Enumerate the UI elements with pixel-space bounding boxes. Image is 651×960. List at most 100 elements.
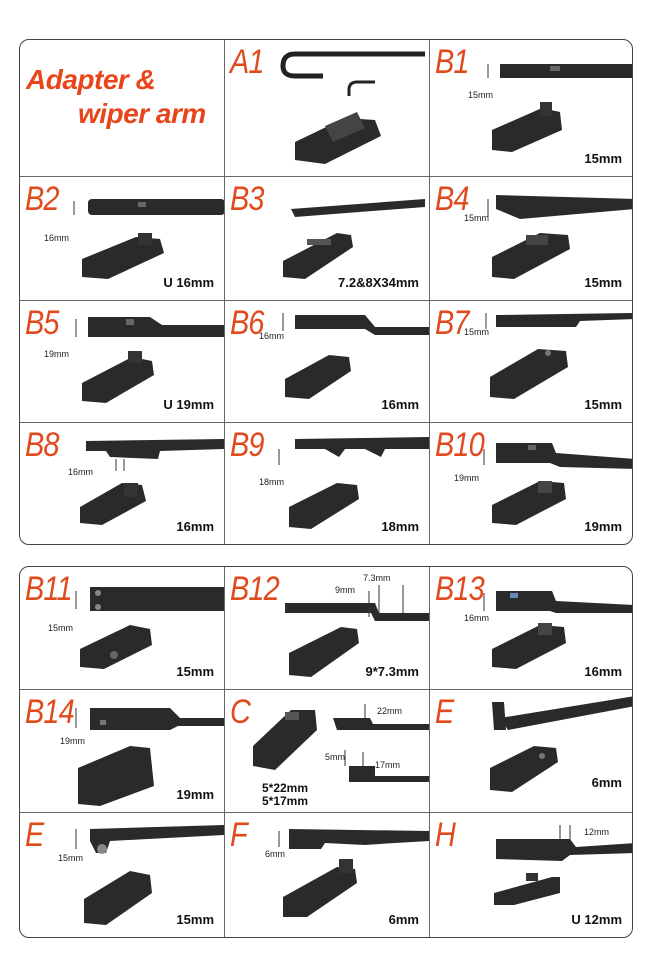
adapter-cell-a1[interactable]: A1 <box>225 40 430 177</box>
dimension-label: 7.3mm <box>363 573 391 583</box>
adapter-b12-image <box>285 585 429 677</box>
adapter-b9-image <box>278 437 429 529</box>
adapter-size: 5*22mm <box>261 781 309 795</box>
adapter-cell-b3[interactable]: B3 7.2&8X34mm <box>225 177 430 301</box>
adapter-code: B8 <box>25 426 59 464</box>
adapter-b7-image <box>485 313 632 399</box>
adapter-cell-c[interactable]: C 22mm 5mm 17mm 5*22mm 5*17mm <box>225 690 430 813</box>
adapter-code: E <box>435 693 454 731</box>
adapter-c-image <box>253 704 429 782</box>
adapter-b6-image <box>282 313 429 399</box>
adapter-size: 18mm <box>381 519 419 534</box>
adapter-b10-image <box>483 443 632 525</box>
dimension-label: 15mm <box>48 623 74 633</box>
adapter-cell-b9[interactable]: B9 18mm 18mm <box>225 423 430 544</box>
dimension-label: 15mm <box>464 213 490 223</box>
adapter-cell-b6[interactable]: B6 16mm 16mm <box>225 301 430 423</box>
adapter-code: H <box>435 816 456 854</box>
adapter-cell-b14[interactable]: B14 19mm 19mm <box>20 690 225 813</box>
adapter-size: 16mm <box>176 519 214 534</box>
adapter-code: B7 <box>435 304 469 342</box>
adapter-panel-top: Adapter & wiper arm A1 B1 15mm <box>19 39 633 545</box>
adapter-code: B10 <box>435 426 485 464</box>
adapter-cell-b13[interactable]: B13 16mm 16mm <box>430 567 632 690</box>
dimension-label: 15mm <box>468 90 494 100</box>
adapter-cell-h[interactable]: H 12mm U 12mm <box>430 813 632 937</box>
adapter-b8-image <box>80 439 224 525</box>
adapter-size: 19mm <box>176 787 214 802</box>
adapter-cell-e-1[interactable]: E 6mm <box>430 690 632 813</box>
adapter-cell-b4[interactable]: B4 15mm 15mm <box>430 177 632 301</box>
adapter-b2-image <box>73 199 224 279</box>
adapter-a1-image <box>280 51 425 164</box>
adapter-cell-b8[interactable]: B8 16mm 16mm <box>20 423 225 544</box>
dimension-label: 16mm <box>464 613 490 623</box>
adapter-cell-f[interactable]: F 6mm 6mm <box>225 813 430 937</box>
adapter-code: B9 <box>230 426 264 464</box>
adapter-b1-image <box>487 64 632 152</box>
adapter-size: 16mm <box>584 664 622 679</box>
dimension-label: 16mm <box>68 467 94 477</box>
adapter-size-multi: 5*22mm 5*17mm <box>225 782 345 808</box>
adapter-h-image <box>494 825 632 905</box>
adapter-size: 15mm <box>584 397 622 412</box>
adapter-code: B14 <box>25 693 75 731</box>
adapter-size: 15mm <box>584 151 622 166</box>
adapter-code: B6 <box>230 304 264 342</box>
adapter-size: 15mm <box>584 275 622 290</box>
adapter-size: 19mm <box>584 519 622 534</box>
dimension-label: 15mm <box>58 853 84 863</box>
adapter-size: 15mm <box>176 664 214 679</box>
adapter-cell-b10[interactable]: B10 19mm 19mm <box>430 423 632 544</box>
dimension-label: 22mm <box>377 706 403 716</box>
dimension-label: 18mm <box>259 477 285 487</box>
adapter-cell-b11[interactable]: B11 15mm 15mm <box>20 567 225 690</box>
adapter-b3-image <box>283 199 425 279</box>
dimension-label: 16mm <box>259 331 285 341</box>
dimension-label: 17mm <box>375 760 401 770</box>
adapter-code: A1 <box>230 43 264 81</box>
adapter-code: B4 <box>435 180 469 218</box>
title-line-2: wiper arm <box>78 98 206 129</box>
adapter-b11-image <box>75 587 224 669</box>
adapter-panel-bottom: B11 15mm 15mm B12 7.3mm 9mm <box>19 566 633 938</box>
adapter-code: E <box>25 816 44 854</box>
adapter-cell-b7[interactable]: B7 15mm 15mm <box>430 301 632 423</box>
dimension-label: 16mm <box>44 233 70 243</box>
title-cell: Adapter & wiper arm <box>20 40 225 177</box>
adapter-size: 16mm <box>381 397 419 412</box>
adapter-f-image <box>278 829 429 917</box>
adapter-b13-image <box>483 591 632 669</box>
adapter-cell-b1[interactable]: B1 15mm 15mm <box>430 40 632 177</box>
adapter-code: B2 <box>25 180 59 218</box>
adapter-size: 5*17mm <box>261 794 309 808</box>
adapter-code: B3 <box>230 180 264 218</box>
adapter-size: 7.2&8X34mm <box>338 275 419 290</box>
adapter-cell-b5[interactable]: B5 19mm U 19mm <box>20 301 225 423</box>
title-line-1: Adapter & <box>26 64 156 95</box>
adapter-size: 6mm <box>591 775 622 790</box>
adapter-size: U 16mm <box>163 275 214 290</box>
adapter-cell-b12[interactable]: B12 7.3mm 9mm 9*7.3mm <box>225 567 430 690</box>
dimension-label: 12mm <box>584 827 610 837</box>
adapter-b5-image <box>75 317 224 403</box>
adapter-code: B5 <box>25 304 59 342</box>
adapter-e1-image <box>490 696 632 792</box>
adapter-size: U 19mm <box>163 397 214 412</box>
dimension-label: 19mm <box>60 736 86 746</box>
adapter-size: U 12mm <box>571 912 622 927</box>
adapter-code: F <box>230 816 248 854</box>
adapter-size: 15mm <box>176 912 214 927</box>
adapter-code: B11 <box>25 570 73 608</box>
adapter-code: B13 <box>435 570 485 608</box>
adapter-b14-image <box>75 708 224 806</box>
adapter-size: 9*7.3mm <box>365 664 419 679</box>
adapter-code: B12 <box>230 570 280 608</box>
adapter-b4-image <box>487 195 632 279</box>
adapter-code: C <box>230 693 251 731</box>
dimension-label: 9mm <box>335 585 355 595</box>
adapter-cell-e-2[interactable]: E 15mm 15mm <box>20 813 225 937</box>
dimension-label: 6mm <box>265 849 285 859</box>
dimension-label: 19mm <box>44 349 70 359</box>
adapter-cell-b2[interactable]: B2 16mm U 16mm <box>20 177 225 301</box>
